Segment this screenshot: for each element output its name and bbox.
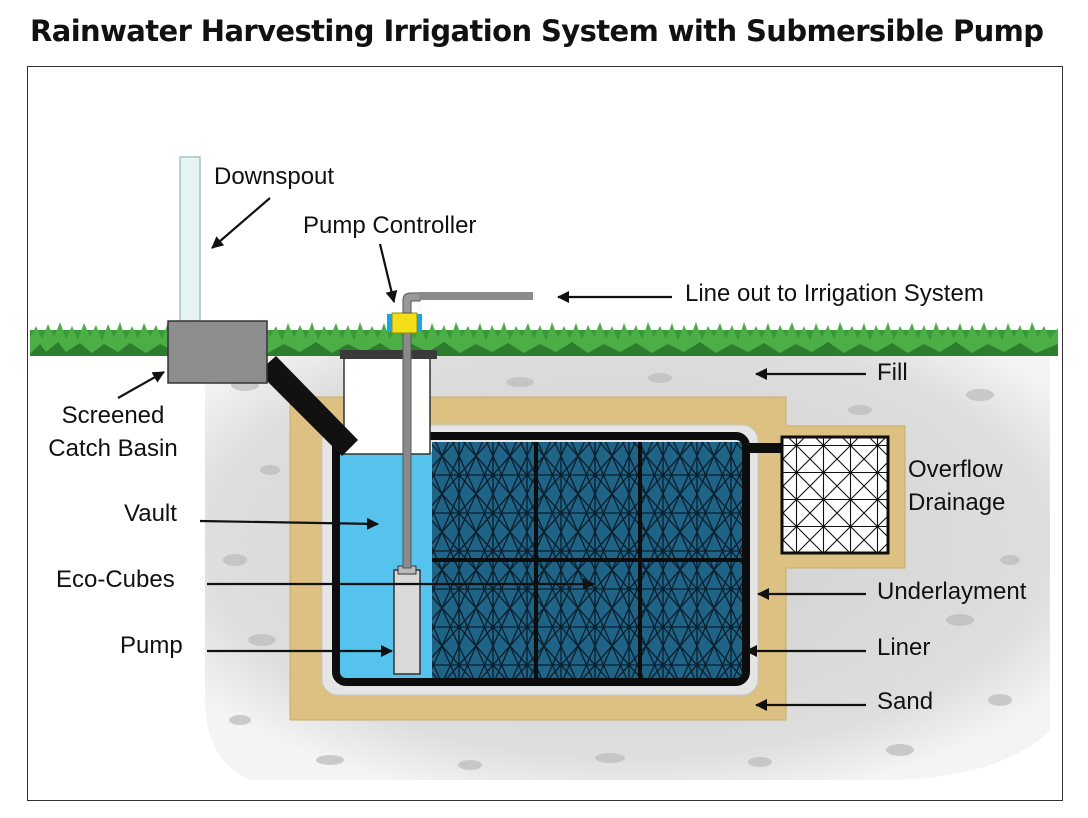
pump-riser-pipe (402, 329, 412, 569)
label-sand: Sand (877, 688, 934, 715)
diagram-frame (27, 66, 1063, 801)
pump-controller (391, 312, 418, 334)
irrigation-outlet-pipe (419, 292, 533, 300)
label-line-out: Line out to Irrigation System (685, 280, 984, 307)
controller-connector-left (387, 314, 393, 332)
vault-riser (343, 357, 431, 455)
diagram-title: Rainwater Harvesting Irrigation System w… (30, 14, 1044, 48)
downspout-pipe (179, 156, 201, 326)
screened-catch-basin (167, 320, 268, 384)
label-downspout: Downspout (214, 163, 335, 190)
arrow-catch-basin (117, 371, 165, 399)
label-liner: Liner (877, 634, 931, 661)
pipe-elbow (402, 292, 421, 314)
label-pump: Pump (120, 632, 183, 659)
label-pump-controller: Pump Controller (303, 212, 477, 239)
pump-body (393, 569, 421, 675)
catch-basin-pipe (258, 356, 358, 456)
label-vault: Vault (124, 500, 177, 527)
vault-lid (340, 350, 437, 359)
arrow-downspout (211, 197, 271, 249)
arrow-pump-controller (378, 243, 398, 303)
label-fill: Fill (877, 359, 908, 386)
label-underlayment: Underlayment (877, 578, 1027, 605)
arrow-vault (199, 517, 379, 530)
label-screened-catch-basin: Screened Catch Basin (48, 402, 178, 462)
liner (332, 432, 750, 686)
overflow-drainage-block (780, 435, 890, 555)
label-eco-cubes: Eco-Cubes (56, 566, 175, 593)
label-overflow-drainage: Overflow Drainage (908, 456, 1006, 516)
controller-connector-right (416, 314, 422, 332)
leader-arrows (117, 197, 866, 711)
eco-cube-dividers (432, 442, 743, 680)
soil-pebbles (223, 373, 1020, 770)
